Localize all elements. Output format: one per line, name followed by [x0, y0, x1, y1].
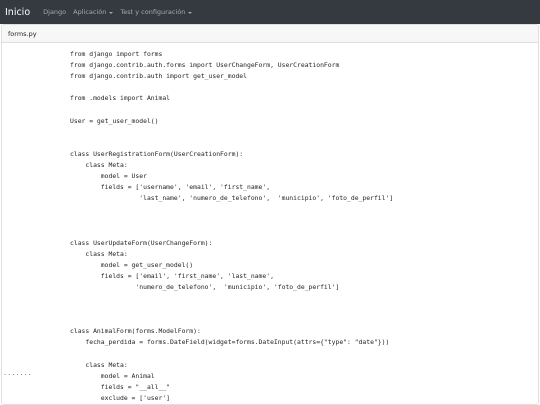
code-line — [70, 127, 393, 138]
code-line: class Meta: — [70, 249, 128, 258]
code-line — [70, 82, 393, 93]
code-line: from django import forms — [70, 50, 163, 58]
code-line: fields = ['email', 'first_name', 'last_n… — [70, 271, 274, 280]
code-line: User = get_user_model() — [70, 116, 159, 125]
nav-link-label: Test y configuración — [120, 8, 186, 16]
nav-link-django[interactable]: Django — [43, 8, 66, 16]
top-navbar: Inicio Django Aplicación Test y configur… — [0, 0, 540, 24]
code-line — [70, 304, 393, 315]
code-line — [70, 104, 393, 115]
code-block: from django import forms from django.cont… — [70, 49, 393, 404]
code-line — [70, 204, 393, 215]
code-line: class Meta: — [70, 360, 128, 369]
code-line: 'numero_de_telefono', 'municipio', 'foto… — [70, 282, 340, 291]
code-line: exclude = ['user'] — [70, 393, 171, 402]
code-line: from django.contrib.auth import get_user… — [70, 72, 247, 81]
nav-dropdown-aplicacion[interactable]: Aplicación — [73, 8, 114, 16]
caret-down-icon — [188, 11, 193, 14]
footer-partial-text: · · · · · · · — [4, 371, 31, 379]
code-line: model = User — [70, 172, 147, 181]
code-line: class AnimalForm(forms.ModelForm): — [70, 327, 201, 336]
code-line — [70, 293, 393, 304]
code-line: class UserRegistrationForm(UserCreationF… — [70, 149, 244, 158]
code-line — [70, 215, 393, 226]
code-line: model = Animal — [70, 371, 155, 380]
code-line: model = get_user_model() — [70, 260, 194, 269]
code-line: class UserUpdateForm(UserChangeForm): — [70, 238, 213, 247]
nav-dropdown-test-configuracion[interactable]: Test y configuración — [120, 8, 193, 16]
code-line — [70, 315, 393, 326]
code-line: fields = ['username', 'email', 'first_na… — [70, 183, 271, 192]
caret-down-icon — [109, 11, 114, 14]
code-line: fields = "__all__" — [70, 382, 171, 391]
code-line: 'last_name', 'numero_de_telefono', 'muni… — [70, 194, 394, 203]
brand-link[interactable]: Inicio — [5, 6, 31, 18]
code-line — [70, 227, 393, 238]
code-line: fecha_perdida = forms.DateField(widget=f… — [70, 338, 390, 347]
code-line — [70, 138, 393, 149]
code-line: from .models import Animal — [70, 94, 171, 103]
nav-link-label: Aplicación — [73, 8, 107, 16]
nav-link-label: Django — [43, 8, 67, 16]
card-header-filename: forms.py — [2, 25, 538, 43]
code-line: class Meta: — [70, 160, 128, 169]
code-line: from django.contrib.auth.forms import Us… — [70, 61, 340, 70]
code-line — [70, 349, 393, 360]
